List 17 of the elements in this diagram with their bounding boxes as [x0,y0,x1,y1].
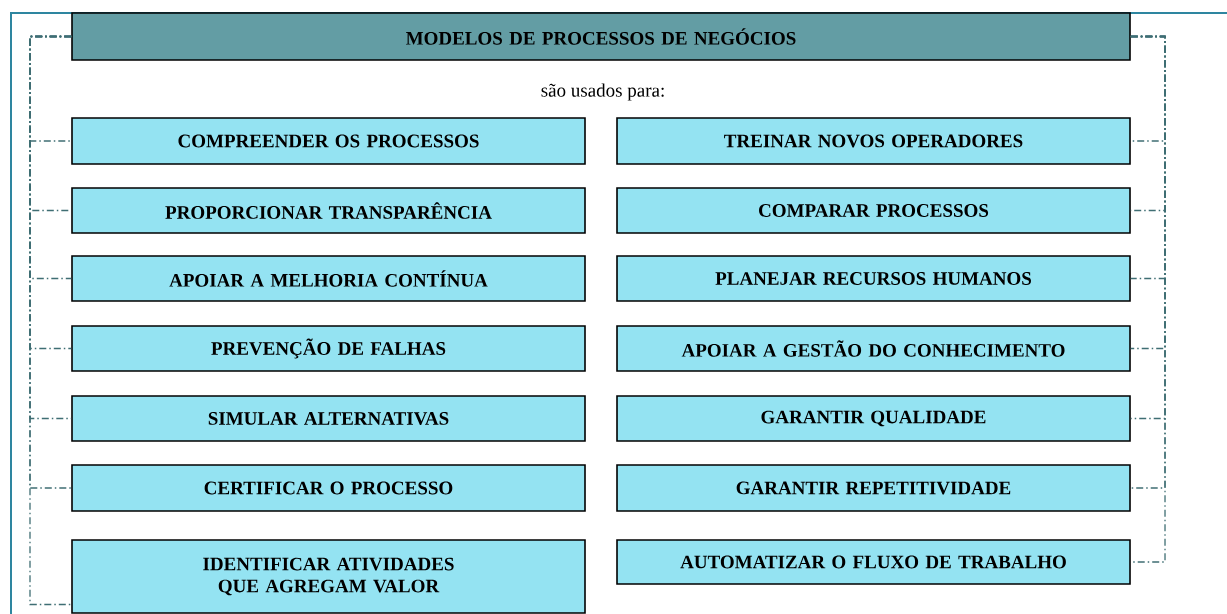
purpose-box: SIMULAR ALTERNATIVAS [71,395,586,442]
purpose-box: PREVENÇÃO DE FALHAS [71,325,586,372]
purpose-box: TREINAR NOVOS OPERADORES [616,117,1131,165]
subtitle-text: são usados para: [541,83,664,101]
purpose-box: PLANEJAR RECURSOS HUMANOS [616,255,1131,302]
purpose-box: APOIAR A GESTÃO DO CONHECIMENTO [616,325,1131,372]
title-box: MODELOS DE PROCESSOS DE NEGÓCIOS [71,12,1131,61]
bracket-connector [29,35,72,606]
purpose-box: PROPORCIONAR TRANSPARÊNCIA [71,187,586,234]
purpose-box: AUTOMATIZAR O FLUXO DE TRABALHO [616,539,1131,585]
purpose-box: APOIAR A MELHORIA CONTÍNUA [71,255,586,302]
purpose-box: CERTIFICAR O PROCESSO [71,464,586,512]
purpose-box: GARANTIR QUALIDADE [616,395,1131,442]
purpose-box: GARANTIR REPETITIVIDADE [616,464,1131,512]
purpose-box: COMPREENDER OS PROCESSOS [71,117,586,165]
purpose-box: IDENTIFICAR ATIVIDADES QUE AGREGAM VALOR [71,539,586,614]
purpose-box: COMPARAR PROCESSOS [616,187,1131,234]
